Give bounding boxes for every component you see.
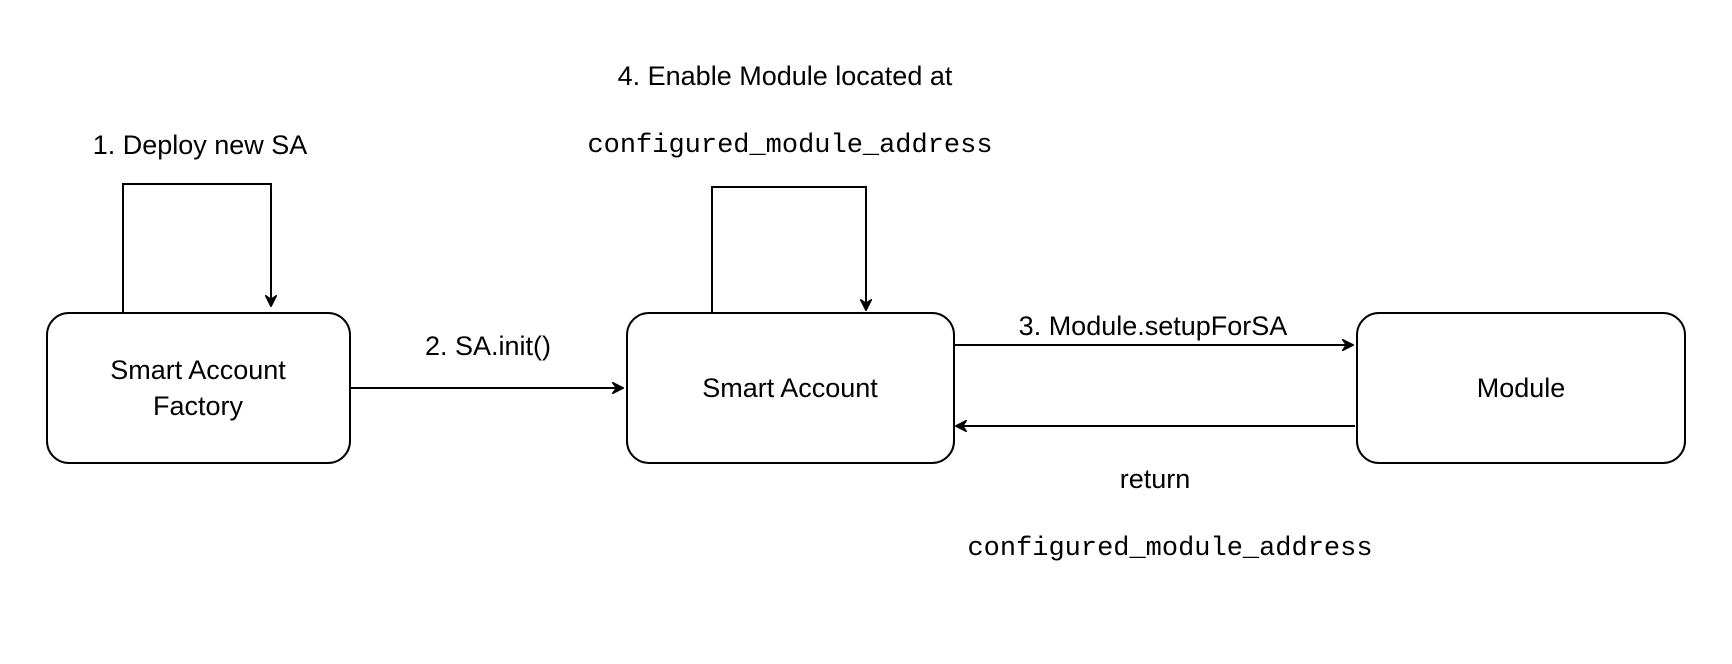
edge-enable: 4. Enable Module located at configured_m… <box>587 61 993 313</box>
node-smart-account-label: Smart Account <box>702 373 878 403</box>
node-smart-account[interactable]: Smart Account <box>626 312 955 464</box>
edge-deploy: 1. Deploy new SA <box>93 130 308 313</box>
edge-init-label: 2. SA.init() <box>425 331 551 361</box>
edge-return: return configured_module_address <box>957 426 1373 564</box>
node-factory-label-line1: Smart Account <box>110 355 286 385</box>
edge-return-label: return <box>1120 464 1191 494</box>
edge-setup-label: 3. Module.setupForSA <box>1019 311 1288 341</box>
node-module[interactable]: Module <box>1356 312 1686 464</box>
node-module-label: Module <box>1477 373 1566 403</box>
edge-enable-label: 4. Enable Module located at <box>618 61 953 91</box>
node-factory-label-line2: Factory <box>153 391 244 421</box>
edge-enable-code: configured_module_address <box>587 131 992 161</box>
edge-return-code: configured_module_address <box>967 534 1372 564</box>
edge-deploy-label: 1. Deploy new SA <box>93 130 308 160</box>
edge-init: 2. SA.init() <box>350 331 622 388</box>
node-smart-account-factory[interactable]: Smart Account Factory <box>46 312 351 464</box>
edge-setup: 3. Module.setupForSA <box>953 311 1352 345</box>
